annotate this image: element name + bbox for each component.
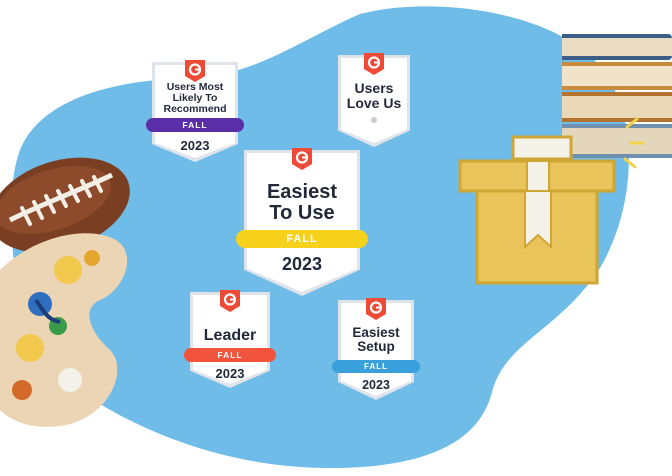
badge-ribbon: FALL bbox=[236, 230, 368, 248]
badge-year: 2023 bbox=[180, 138, 210, 153]
badge-year: 2023 bbox=[281, 254, 323, 274]
badge-title-line: Recommend bbox=[163, 103, 227, 116]
g2-logo-icon bbox=[185, 60, 205, 82]
badge-ribbon: FALL bbox=[146, 118, 244, 132]
badge-title-line: Users Most bbox=[166, 81, 224, 93]
badge-title: Leader bbox=[190, 327, 270, 345]
books-stack-icon bbox=[562, 34, 672, 158]
badge-title-line: Easiest bbox=[266, 181, 338, 203]
g2-logo-icon bbox=[220, 290, 240, 312]
badge-title-line: Likely To bbox=[172, 92, 218, 105]
badge-title-line: Love Us bbox=[346, 94, 402, 111]
badge-year: 2023 bbox=[362, 378, 390, 392]
g2-logo-icon bbox=[366, 298, 386, 320]
badge-ribbon: FALL bbox=[184, 348, 276, 362]
badge-shield bbox=[152, 62, 238, 162]
badge-title-line: Users bbox=[354, 80, 394, 96]
paint-palette-icon bbox=[0, 233, 128, 427]
badge-shield bbox=[338, 55, 410, 147]
badge-divider-dot bbox=[371, 117, 377, 123]
gift-box-icon bbox=[458, 117, 645, 285]
g2-logo-icon bbox=[364, 53, 384, 75]
g2-logo-icon bbox=[292, 148, 312, 170]
badge-shield bbox=[244, 150, 360, 296]
badge-title-line: Easiest bbox=[352, 325, 400, 340]
badge-ribbon: FALL bbox=[332, 360, 420, 373]
badge-title-line: To Use bbox=[269, 202, 335, 224]
badge-year: 2023 bbox=[215, 366, 245, 381]
badge-title-line: Setup bbox=[357, 339, 395, 355]
badge-title-line: Leader bbox=[203, 327, 257, 344]
football-icon bbox=[0, 157, 130, 253]
